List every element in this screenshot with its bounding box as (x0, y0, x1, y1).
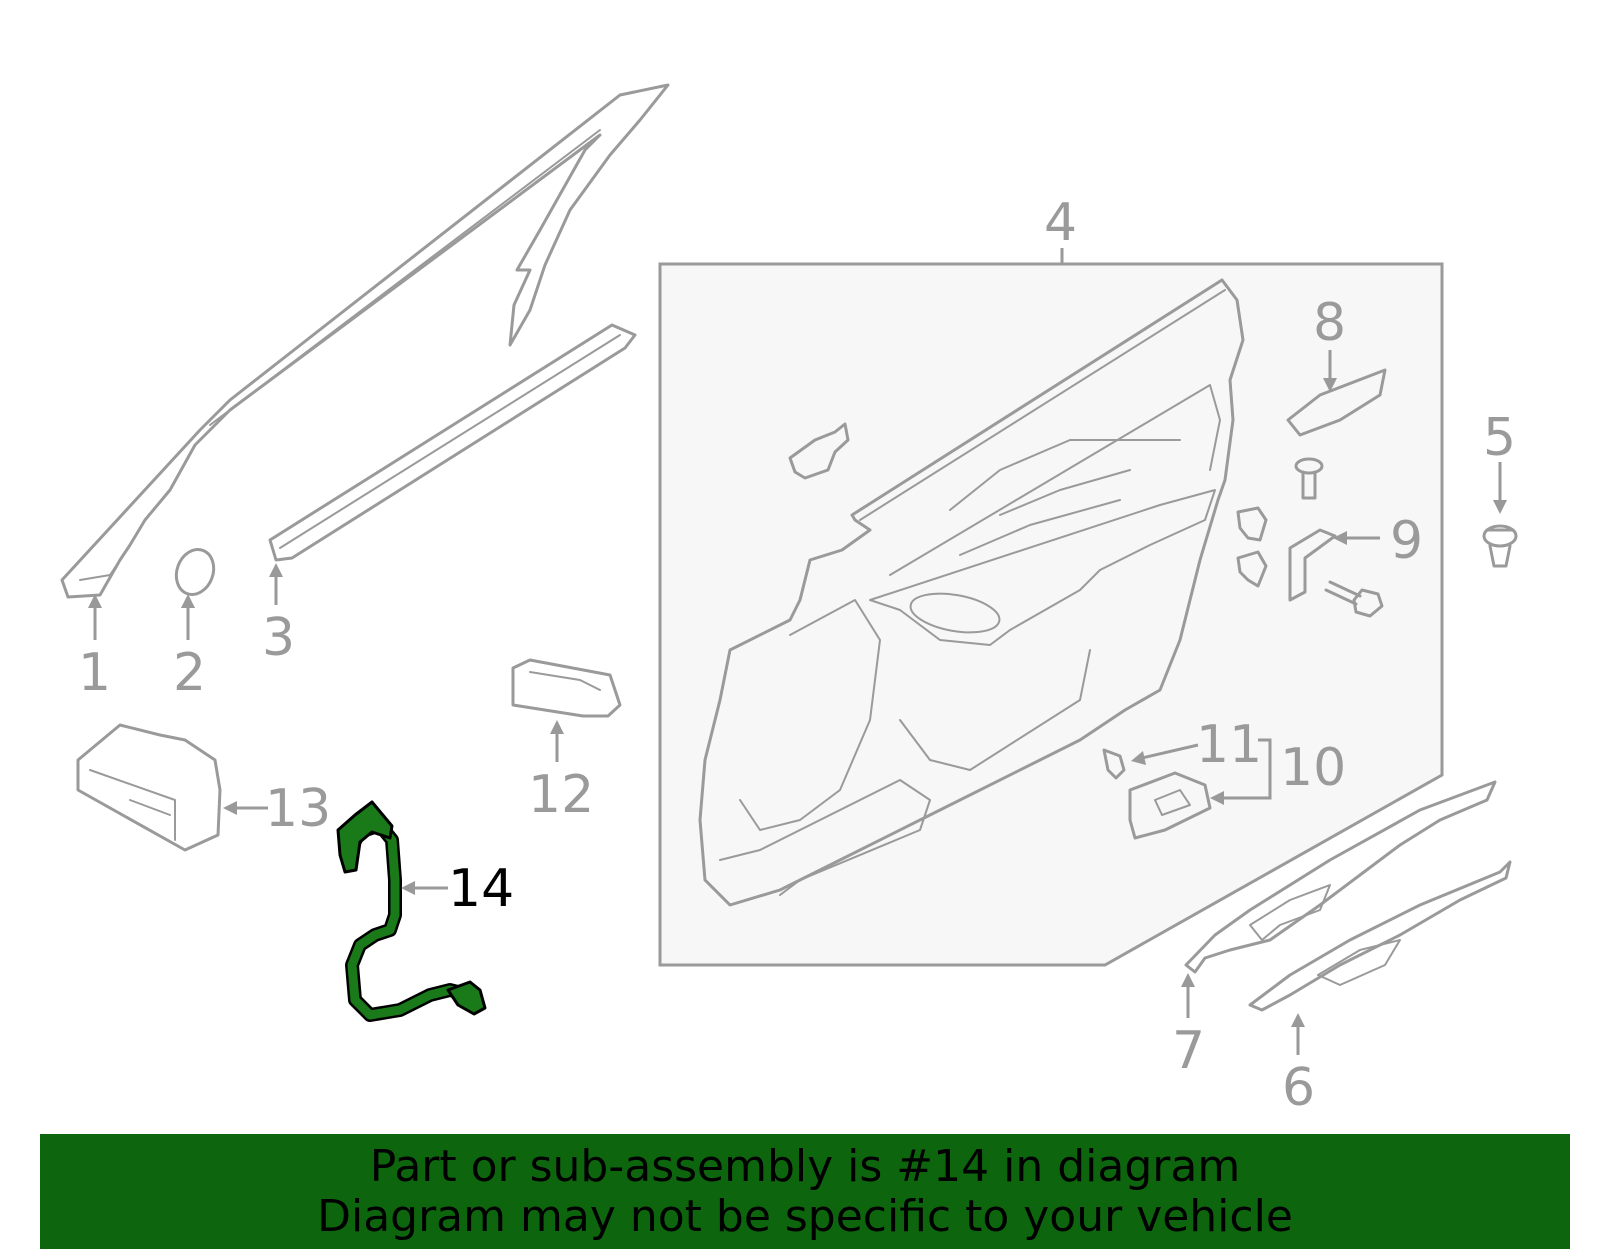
clip-lower (1236, 550, 1268, 588)
screw (1294, 457, 1324, 500)
part-2-grommet (174, 548, 216, 596)
part-10-switch (1128, 771, 1212, 840)
part-6-trim-strip (1248, 860, 1512, 1012)
banner-line-1: Part or sub-assembly is #14 in diagram (369, 1141, 1241, 1192)
callout-7: 7 (1172, 1021, 1205, 1081)
part-8-grip (1286, 368, 1387, 437)
part-13-module (76, 723, 222, 852)
callout-10: 10 (1280, 738, 1346, 798)
callout-3: 3 (262, 608, 295, 668)
callout-14: 14 (448, 859, 514, 919)
part-14-wire-harness (336, 800, 487, 1022)
part-12-switch (511, 658, 622, 718)
part-1-channel (60, 83, 670, 599)
callout-12: 12 (528, 765, 594, 825)
bolt (1324, 580, 1384, 618)
part-7-trim-strip (1184, 780, 1497, 974)
callout-13: 13 (265, 779, 331, 839)
callout-6: 6 (1282, 1058, 1315, 1118)
callout-1: 1 (78, 643, 111, 703)
part-11-clip (1102, 748, 1126, 780)
callout-9: 9 (1390, 511, 1423, 571)
callout-11: 11 (1196, 715, 1262, 775)
banner-line-2: Diagram may not be specific to your vehi… (317, 1191, 1293, 1242)
clip-upper (1236, 506, 1268, 542)
callout-5: 5 (1483, 408, 1516, 468)
part-9-bracket (1288, 528, 1337, 602)
part-3-belt-molding (268, 323, 637, 562)
door-trim-panel (698, 278, 1245, 907)
callout-2: 2 (173, 643, 206, 703)
part-4-panel-box (658, 262, 1444, 967)
info-banner: Part or sub-assembly is #14 in diagram D… (40, 1134, 1570, 1249)
inner-handle-bezel (788, 422, 850, 480)
callout-4: 4 (1044, 193, 1077, 253)
part-5-clip (1482, 524, 1518, 568)
callout-8: 8 (1313, 293, 1346, 353)
